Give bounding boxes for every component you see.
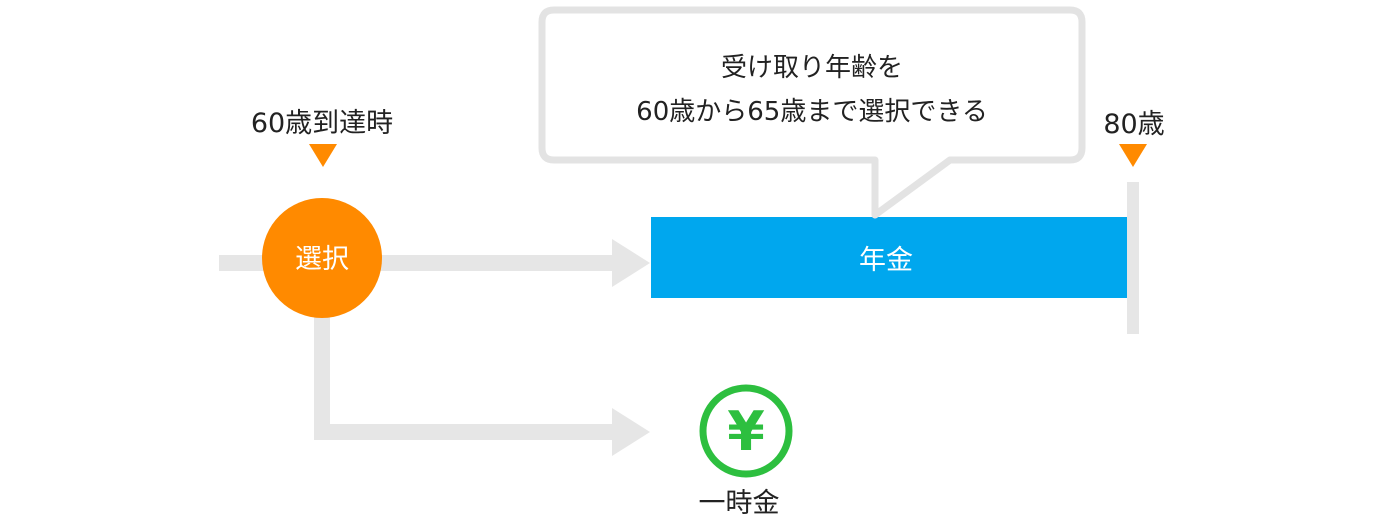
callout-line2: 60歳から65歳まで選択できる (636, 97, 988, 127)
callout-bubble: 受け取り年齢を 60歳から65歳まで選択できる (538, 6, 1086, 219)
callout-line1: 受け取り年齢を (721, 53, 903, 83)
end-line (1127, 182, 1139, 334)
end-marker-label: 80歳 (1103, 109, 1164, 140)
yen-coin-icon: ¥ (699, 384, 793, 478)
yen-symbol: ¥ (727, 400, 765, 463)
pension-arrow-shaft (375, 255, 615, 271)
yen-coin-ring (699, 384, 793, 478)
lump-sum-label: 一時金 (699, 488, 780, 519)
lump-sum-arrow-head (612, 408, 650, 456)
pension-label: 年金 (859, 245, 913, 276)
lead-in-line (219, 255, 269, 271)
pension-arrow-head (612, 239, 650, 287)
pension-bar (651, 217, 1128, 298)
end-marker-triangle-icon (1119, 144, 1147, 167)
choice-label: 選択 (295, 244, 349, 275)
start-marker-triangle-icon (309, 144, 337, 167)
pension-connector (219, 239, 650, 287)
lump-sum-connector (314, 300, 650, 456)
lump-sum-arrow-shaft (314, 424, 616, 440)
callout-shape (538, 6, 1086, 219)
choice-circle (262, 198, 382, 318)
lump-sum-down-line (314, 300, 330, 440)
start-marker-label: 60歳到達時 (251, 108, 393, 139)
